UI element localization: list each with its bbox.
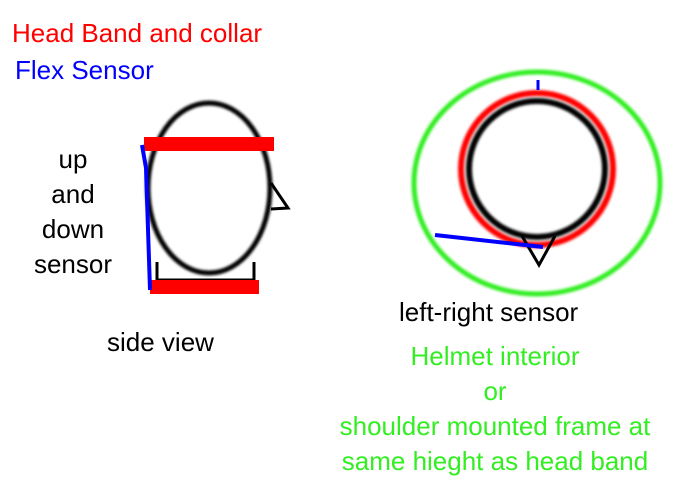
legend-head-band: Head Band and collar [12,18,263,48]
head-band-ring [458,90,616,248]
up-down-sensor-line: up [58,144,88,174]
frame-description-line: same hieght as head band [341,446,649,476]
up-down-sensor-line: sensor [33,249,113,279]
frame-description: Helmet interior or shoulder mounted fram… [300,339,690,479]
frame-description-line: Helmet interior [410,341,580,371]
frame-description-line: shoulder mounted frame at [339,411,651,441]
collar-side [150,280,259,294]
head-top-outline [466,98,608,240]
head-band-side [144,137,274,151]
frame-ring [411,69,663,297]
side-view-caption: side view [107,327,214,357]
nose-side [269,182,291,211]
nose-top [520,235,557,269]
up-down-sensor-line: and [51,179,95,209]
up-down-sensor-label: up and down sensor [18,142,128,282]
head-side-outline [145,100,273,276]
flex-sensor-left-right [434,233,544,249]
frame-description-line: or [483,376,507,406]
left-right-sensor-label: left-right sensor [399,297,579,327]
flex-sensor-up-down [140,144,152,291]
up-down-sensor-line: down [41,214,105,244]
legend-flex-sensor: Flex Sensor [15,55,154,85]
